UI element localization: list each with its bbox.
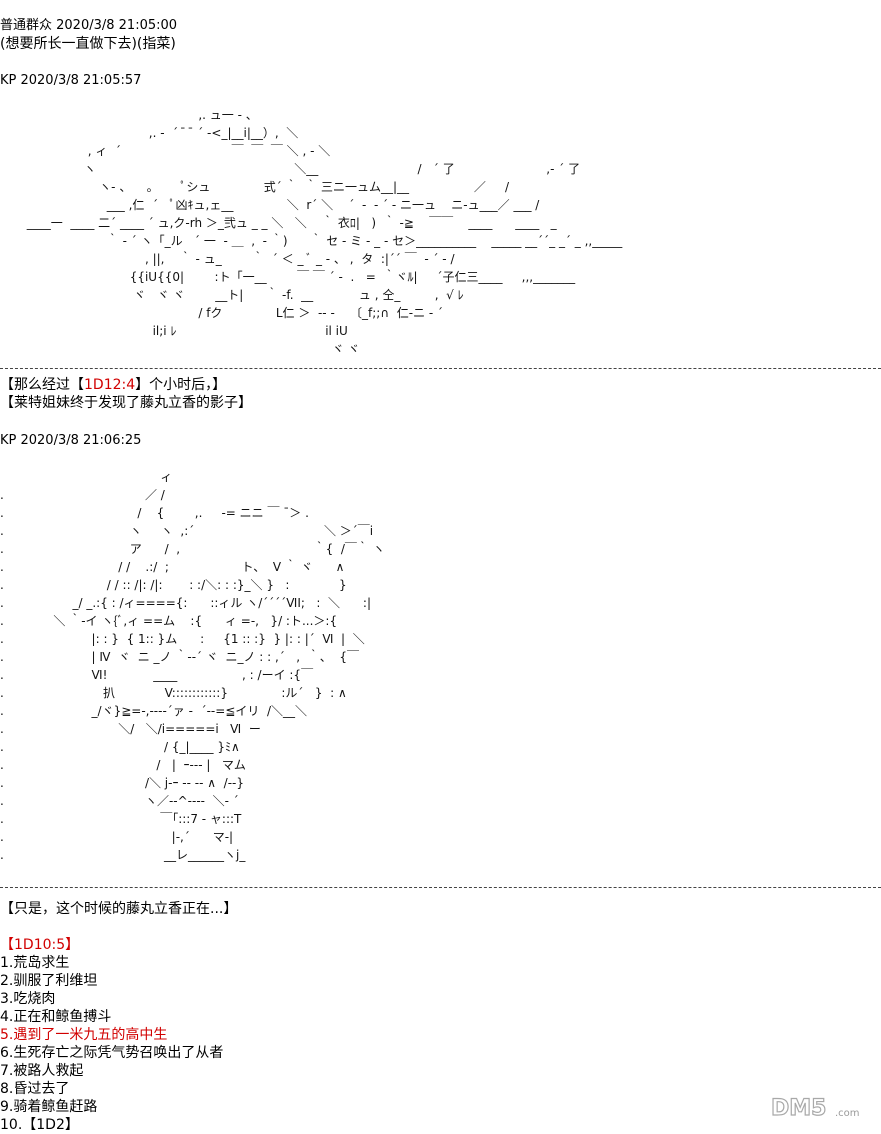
option-item: 6.生死存亡之际凭气势召唤出了从者: [0, 1045, 224, 1061]
dm5-logo-icon: DM5 .com: [770, 1095, 860, 1121]
watermark-suffix: .com: [835, 1108, 860, 1119]
dice-roll-bracket: 【: [0, 937, 14, 953]
post-5: 【只是，这个时候的藤丸立香正在...】 【1D10:5】 1.荒岛求生 2.驯服了…: [0, 900, 881, 1134]
dice-roll-bracket: 】: [65, 937, 80, 953]
option-item: 5.遇到了一米九五的高中生: [0, 1027, 168, 1043]
post-header: KP 2020/3/8 21:05:57: [0, 73, 142, 88]
ascii-art-character: ィ . ／ / . / { ,. -= ニニ ￣ ˉ＞ . . ヽ ヽ ,:´ …: [0, 470, 385, 862]
option-item: 7.被路人救起: [0, 1063, 84, 1079]
post-3: 【那么经过【1D12:4】个小时后，】 【莱特姐妹终于发现了藤丸立香的影子】: [0, 376, 881, 412]
post-1: 普通群众 2020/3/8 21:05:00 (想要所长一直做下去)(指菜): [0, 17, 881, 53]
option-item: 8.昏过去了: [0, 1081, 70, 1097]
narration-line: 【莱特姐妹终于发现了藤丸立香的影子】: [0, 395, 252, 411]
option-item: 10.【1D2】: [0, 1117, 79, 1133]
option-list: 1.荒岛求生 2.驯服了利维坦 3.吃烧肉 4.正在和鲸鱼搏斗 5.遇到了一米九五的高中…: [0, 954, 881, 1134]
narration-text: 【那么经过【: [0, 377, 84, 393]
option-item: 4.正在和鲸鱼搏斗: [0, 1009, 112, 1025]
narration-text: 】个小时后，】: [135, 377, 227, 393]
option-item: 9.骑着鲸鱼赶路: [0, 1099, 98, 1115]
dice-roll-result: 1D12:4: [84, 377, 136, 393]
option-item: 3.吃烧肉: [0, 991, 56, 1007]
ascii-art-airship: ,. ュ一 - 、 ,. - ´ ̄ ̄ ´ -<_|__i|__）, ＼ , …: [26, 108, 623, 356]
site-watermark: DM5 .com: [769, 1094, 869, 1122]
narration-line: 【只是，这个时候的藤丸立香正在...】: [0, 901, 238, 917]
narration-line: 【那么经过【1D12:4】个小时后，】: [0, 376, 881, 394]
divider: [0, 368, 881, 369]
post-4: KP 2020/3/8 21:06:25: [0, 432, 881, 450]
post-header: 普通群众 2020/3/8 21:05:00: [0, 18, 178, 33]
spacer: [0, 918, 881, 936]
option-item: 2.驯服了利维坦: [0, 973, 98, 989]
divider: [0, 887, 881, 888]
post-header: KP 2020/3/8 21:06:25: [0, 433, 142, 448]
post-body: (想要所长一直做下去)(指菜): [0, 36, 176, 52]
option-item: 1.荒岛求生: [0, 955, 70, 971]
post-2: KP 2020/3/8 21:05:57: [0, 72, 881, 90]
watermark-logo: DM5: [771, 1096, 826, 1121]
dice-roll-line: 【1D10:5】: [0, 936, 881, 954]
dice-roll-result: 1D10:5: [14, 937, 66, 953]
